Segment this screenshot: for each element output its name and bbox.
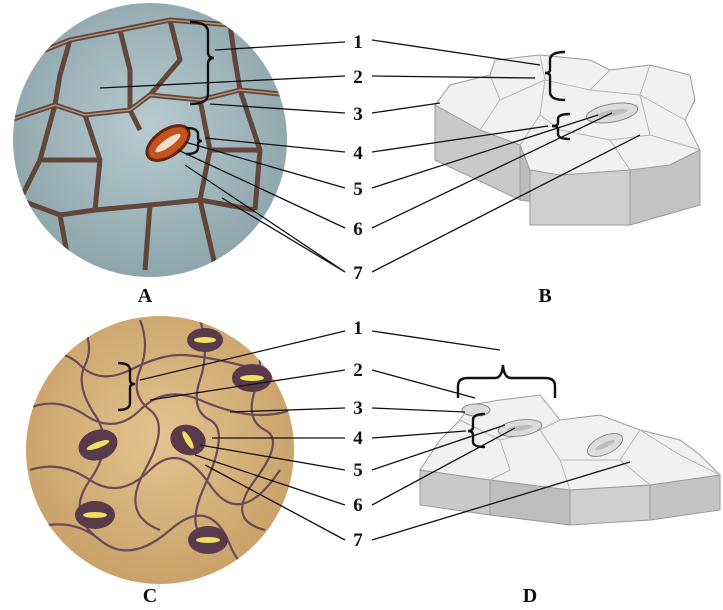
label-top-4: 4 <box>353 143 363 164</box>
labels-top: 1 2 3 4 5 6 7 <box>353 32 363 284</box>
panel-label-b: B <box>538 285 551 307</box>
labels-bottom: 1 2 3 4 5 6 7 <box>353 318 363 551</box>
label-top-2: 2 <box>353 67 363 88</box>
stoma-c-3 <box>75 501 115 529</box>
stoma-c-6 <box>187 328 223 352</box>
label-bottom-3: 3 <box>353 398 363 419</box>
label-bottom-7: 7 <box>353 530 363 551</box>
micrograph-a <box>10 3 290 277</box>
label-top-7: 7 <box>353 263 363 284</box>
label-bottom-6: 6 <box>353 495 363 516</box>
stoma-c-5 <box>188 526 228 554</box>
label-bottom-1: 1 <box>353 318 363 339</box>
panel-label-c: C <box>143 585 157 607</box>
micrograph-c <box>25 316 300 584</box>
label-top-1: 1 <box>353 32 363 53</box>
label-bottom-5: 5 <box>353 460 363 481</box>
label-bottom-2: 2 <box>353 360 363 381</box>
label-top-6: 6 <box>353 219 363 240</box>
label-top-3: 3 <box>353 104 363 125</box>
panel-label-d: D <box>523 585 537 607</box>
label-top-5: 5 <box>353 179 363 200</box>
label-bottom-4: 4 <box>353 428 363 449</box>
stoma-c-4 <box>232 364 272 392</box>
panel-label-a: A <box>138 285 153 307</box>
model-d <box>420 395 720 525</box>
